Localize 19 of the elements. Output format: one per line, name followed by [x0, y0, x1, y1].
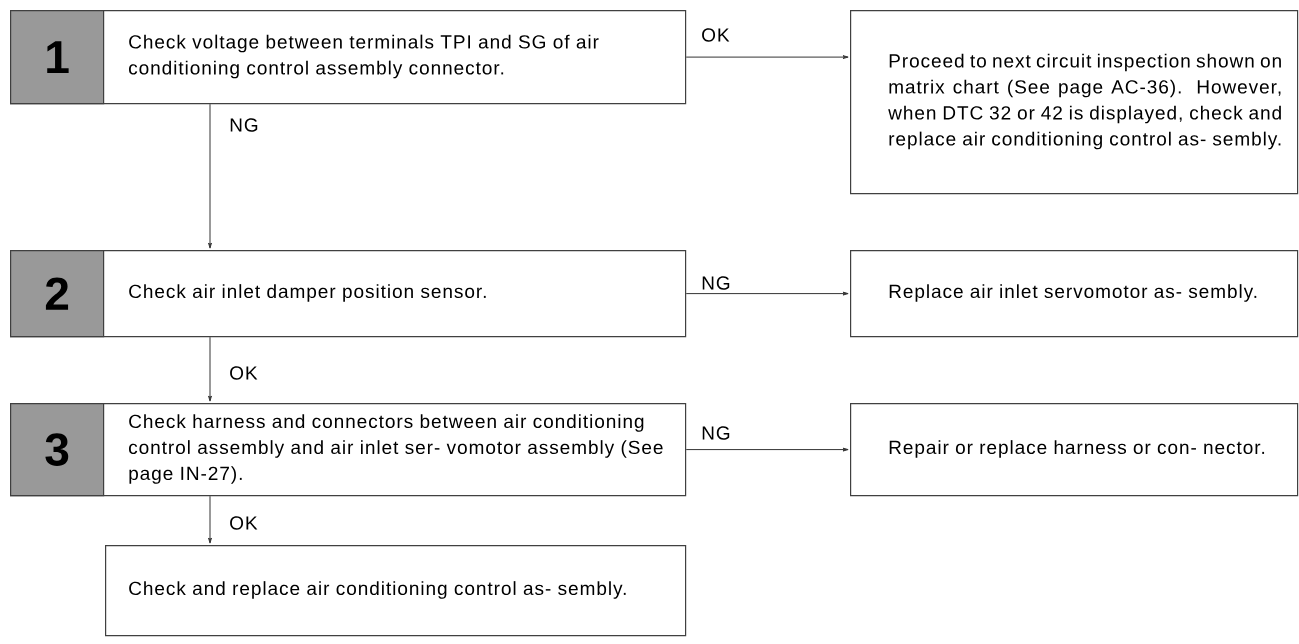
arrow: [685, 55, 849, 60]
step-box: Repair or replace harness or con- nector.: [850, 403, 1299, 497]
edge-label: OK: [230, 516, 258, 530]
edge-label: NG: [230, 118, 258, 132]
edge-label: OK: [230, 366, 258, 380]
edge-label: NG: [702, 426, 730, 440]
step-box: 1 Check voltage between terminals TPI and SG of air conditioning control assembly connector.: [10, 10, 687, 105]
step-box: 3 Check harness and connectors between air conditioning control assembly and air inlet ser- vomotor assembly (See page IN-27).: [10, 403, 687, 497]
arrow: [685, 447, 849, 452]
arrow: [208, 336, 212, 402]
edge-label: OK: [702, 28, 730, 42]
arrow: [208, 495, 212, 544]
arrow: [208, 103, 212, 249]
step-box: 2 Check air inlet damper position sensor.: [10, 250, 687, 338]
arrow: [685, 291, 849, 296]
step-box: Replace air inlet servomotor as- sembly.: [850, 250, 1299, 338]
edge-label: NG: [702, 276, 730, 290]
step-box: Check and replace air conditioning control as- sembly.: [105, 545, 687, 637]
step-box: Proceed to next circuit inspection shown on matrix chart (See page AC-36). However, when DTC 32 or 42 is displayed, check and replace air conditioning control as- sembly.: [850, 10, 1299, 195]
